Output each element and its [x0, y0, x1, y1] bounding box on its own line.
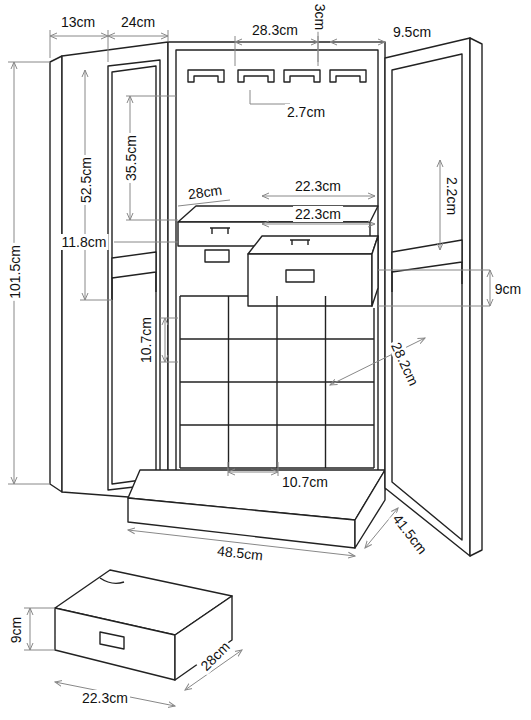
rack-line [373, 308, 374, 468]
dimension-label: 2.2cm [444, 175, 460, 217]
dimension-label: 11.8cm [60, 234, 109, 250]
dimension-label: 52.5cm [78, 155, 94, 205]
dimension-label: 2.7cm [285, 104, 327, 120]
dimension-label: 28.3cm [250, 22, 300, 38]
dimension-label: 22.3cm [293, 206, 343, 222]
rack-line [180, 295, 248, 296]
dimension-label: 22.3cm [80, 690, 130, 706]
dimension-label: 35.5cm [123, 133, 139, 183]
dimension-label: 101.5cm [7, 243, 23, 301]
rack-line [180, 381, 374, 382]
dimension-label: 9cm [493, 281, 523, 297]
dimension-label: 22.3cm [293, 178, 343, 194]
dimension-label: 10.7cm [280, 474, 330, 490]
rack-line [180, 467, 374, 468]
dimension-label: 13cm [59, 14, 97, 30]
rack-line [180, 424, 374, 425]
dimension-label: 9cm [8, 615, 24, 645]
rack-line [180, 338, 374, 339]
dimension-label: 48.5cm [214, 542, 265, 563]
dimension-label: 9.5cm [391, 24, 433, 40]
dimension-label: 10.7cm [138, 315, 154, 365]
dimension-label: 24cm [119, 14, 157, 30]
dimension-label: 3cm [312, 2, 328, 32]
